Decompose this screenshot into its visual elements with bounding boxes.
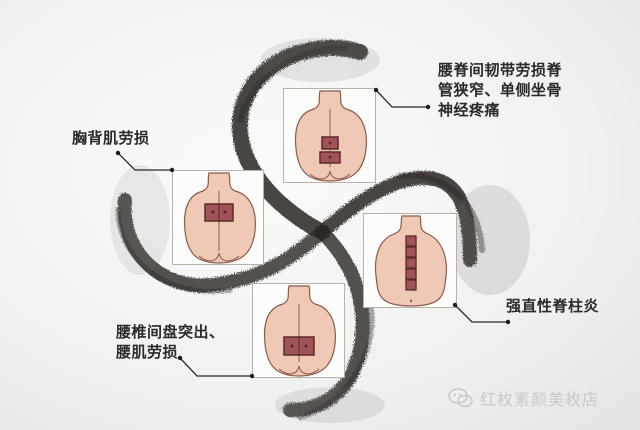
- back-figure-bottom: [263, 285, 336, 377]
- label-ankylosing-spondylitis: 强直性脊柱炎: [506, 297, 600, 315]
- watermark: 红枚素颜美枚店: [448, 386, 599, 410]
- label-lumbar-ligament-strain: 腰脊间韧带劳损脊 管狭窄、单侧坐骨 神经疼痛: [438, 61, 563, 119]
- wechat-icon: [448, 388, 473, 408]
- spine-patch-column: [405, 235, 417, 291]
- watermark-text: 红枚素颜美枚店: [480, 390, 600, 409]
- label-thoracic-back-muscle-strain: 胸背肌劳损: [72, 129, 150, 147]
- panel-right-spine: [363, 213, 457, 308]
- back-figure-right: [374, 215, 447, 307]
- label-lumbar-disc-herniation: 腰椎间盘突出、 腰肌劳损: [116, 323, 225, 361]
- panel-left-thoracic: [172, 170, 264, 265]
- panel-top-lumbar: [283, 88, 376, 183]
- back-figure-top: [294, 90, 367, 182]
- back-figure-left: [183, 172, 256, 264]
- panel-bottom-lumbar: [252, 283, 345, 378]
